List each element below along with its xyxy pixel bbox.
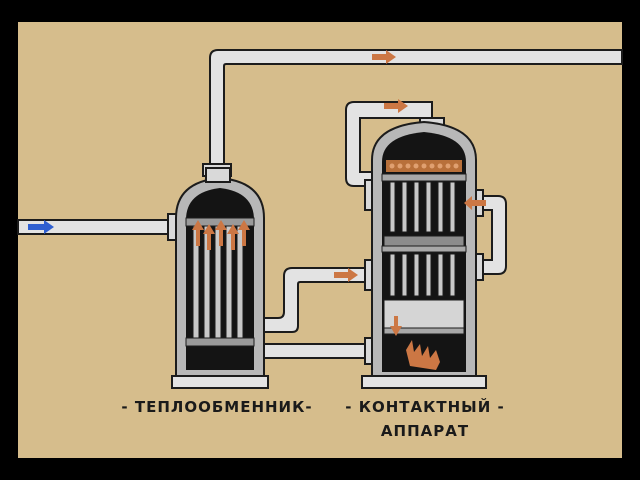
- grid-plate: [383, 327, 465, 335]
- flow-arrow-icon: [334, 268, 358, 282]
- arrow-up-icon: [238, 220, 250, 246]
- inlet-arrow-icon: [28, 220, 54, 234]
- contact-apparatus: [361, 120, 487, 389]
- contact-bottom-flow-arrows: [390, 316, 440, 370]
- arrow-up-icon: [192, 220, 204, 246]
- catalyst-layer-bottom: [383, 299, 465, 329]
- flow-arrow-icon: [372, 50, 396, 64]
- top-return-pipe: [209, 49, 623, 169]
- arrow-up-icon: [203, 224, 215, 250]
- tube: [203, 225, 211, 339]
- arrow-down-icon: [390, 316, 402, 336]
- heat-exchanger-top-nozzle: [205, 167, 231, 183]
- heat-exchanger-label: - ТЕПЛООБМЕННИК-: [121, 398, 313, 416]
- transfer-pipe-bottom: [261, 343, 375, 359]
- tube: [236, 225, 244, 339]
- grid-plate: [381, 173, 467, 182]
- flow-arrow-icon: [384, 99, 408, 113]
- heat-exchanger: [171, 167, 269, 389]
- outflow-arrows-icon: [406, 340, 440, 370]
- contact-apparatus-base: [361, 375, 487, 389]
- flow-arrow-icon: [464, 196, 486, 210]
- contact-tubes-upper: [389, 181, 456, 233]
- heat-exchanger-flow-arrows: [192, 220, 250, 250]
- catalyst-layer-top: [386, 160, 462, 172]
- heat-exchanger-base: [171, 375, 269, 389]
- arrow-up-icon: [227, 224, 239, 250]
- pipe-flow-arrows: [28, 50, 486, 282]
- catalyst-layer-middle: [383, 235, 465, 247]
- contact-apparatus-label-line2: АППАРАТ: [380, 422, 470, 440]
- contact-top-loop-pipe: [345, 101, 433, 187]
- diagram-background: [18, 22, 622, 458]
- grid-plate: [381, 245, 467, 253]
- tube-sheet-bottom: [185, 337, 255, 347]
- contact-tubes-lower: [389, 253, 456, 297]
- contact-apparatus-label-line1: - КОНТАКТНЫЙ -: [345, 398, 505, 416]
- tube: [225, 225, 233, 339]
- arrow-up-icon: [215, 220, 227, 246]
